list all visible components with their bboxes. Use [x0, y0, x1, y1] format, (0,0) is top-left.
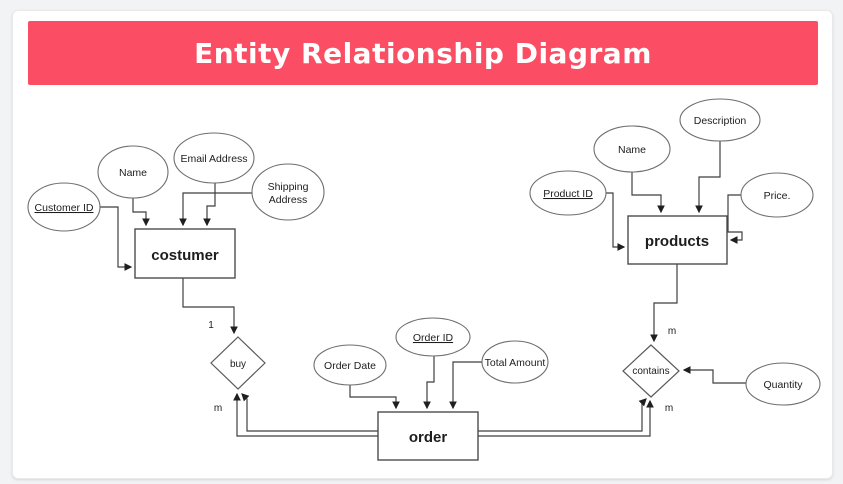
attribute-total-amount-label: Total Amount [485, 357, 546, 369]
attribute-order-date: Order Date [313, 344, 387, 386]
attribute-description: Description [679, 98, 761, 142]
connector-name-to-costumer [132, 198, 150, 227]
entity-costumer-label: costumer [151, 247, 219, 264]
attribute-product-name-label: Name [618, 144, 646, 156]
connector-email-to-costumer [203, 183, 216, 227]
connector-shipping-to-costumer [179, 192, 252, 227]
connector-price-to-products [727, 194, 743, 244]
attribute-product-id-label: Product ID [543, 188, 593, 200]
entity-order: order [377, 411, 479, 461]
attribute-shipping-address: Shipping Address [251, 163, 325, 221]
attribute-shipping-address-line2: Address [269, 194, 308, 206]
cardinality-products-contains: m [668, 326, 676, 337]
attribute-email-address-label: Email Address [180, 153, 247, 165]
cardinality-buy-order: m [214, 403, 222, 414]
attribute-customer-name: Name [97, 145, 169, 199]
connector-order-to-buy-outer [233, 392, 378, 437]
connector-order-date-to-order [349, 385, 400, 410]
attribute-quantity: Quantity [745, 362, 821, 406]
connector-costumer-to-buy [182, 278, 238, 335]
attribute-shipping-address-line1: Shipping [268, 181, 309, 193]
attribute-description-label: Description [694, 115, 747, 127]
attribute-total-amount: Total Amount [481, 340, 549, 384]
attribute-price: Price. [740, 172, 814, 218]
connector-order-to-contains-outer [478, 399, 654, 437]
attribute-customer-id: Customer ID [27, 182, 101, 232]
attribute-customer-name-label: Name [119, 167, 147, 179]
relationship-buy-label: buy [230, 359, 246, 370]
attribute-email-address: Email Address [173, 132, 255, 184]
connector-quantity-to-contains [682, 366, 746, 384]
attribute-price-label: Price. [764, 190, 791, 202]
relationship-contains: contains [622, 344, 680, 398]
connector-total-amount-to-order [449, 361, 482, 410]
relationship-contains-label: contains [632, 366, 669, 377]
entity-products-label: products [645, 233, 709, 250]
connector-order-to-buy-inner [241, 393, 378, 432]
attribute-order-date-label: Order Date [324, 360, 376, 372]
entity-products: products [627, 215, 728, 265]
attribute-quantity-label: Quantity [763, 379, 803, 391]
attribute-product-name: Name [593, 125, 671, 173]
cardinality-contains-order: m [665, 403, 673, 414]
attribute-order-id: Order ID [395, 317, 471, 357]
entity-order-label: order [409, 429, 448, 446]
entity-costumer: costumer [134, 228, 236, 279]
title-banner: Entity Relationship Diagram [28, 21, 818, 85]
relationship-buy: buy [210, 336, 266, 390]
connector-products-to-contains [650, 264, 678, 343]
cardinality-costumer-buy: 1 [208, 320, 214, 331]
connector-description-to-products [695, 141, 721, 214]
connector-product-id-to-products [606, 192, 626, 251]
attribute-customer-id-label: Customer ID [35, 202, 94, 214]
connector-order-to-contains-inner [478, 398, 647, 432]
page-title: Entity Relationship Diagram [194, 36, 652, 70]
connector-customer-id-to-costumer [100, 206, 133, 271]
connector-order-id-to-order [423, 356, 435, 410]
attribute-product-id: Product ID [529, 170, 607, 216]
attribute-order-id-label: Order ID [413, 332, 454, 344]
connector-name-to-products [631, 172, 665, 214]
